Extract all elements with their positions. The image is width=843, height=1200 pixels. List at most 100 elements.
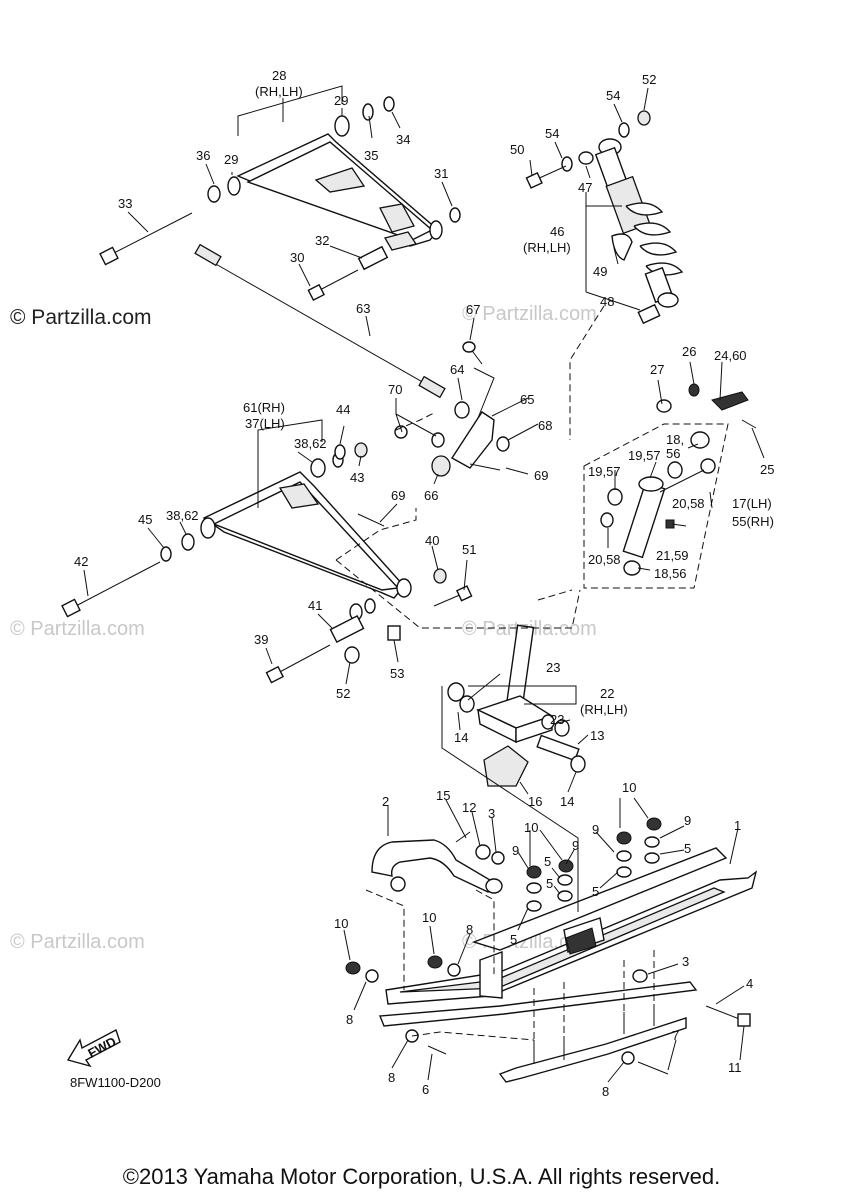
callout-10c: 10 [334, 916, 348, 931]
callout-39: 39 [254, 632, 268, 647]
callout-46-sub: (RH,LH) [523, 240, 571, 255]
callout-29a: 29 [334, 93, 348, 108]
callout-42: 42 [74, 554, 88, 569]
callout-5e: 5 [510, 932, 517, 947]
callout-54a: 54 [606, 88, 620, 103]
collar-48 [637, 303, 661, 325]
callout-38a: 38,62 [294, 436, 327, 451]
callout-19a: 19,57 [628, 448, 661, 463]
diagram-code: 8FW1100-D200 [70, 1075, 161, 1090]
callout-22-sub: (RH,LH) [580, 702, 628, 717]
callout-32: 32 [315, 233, 329, 248]
callout-52b: 52 [336, 686, 350, 701]
callout-16: 16 [528, 794, 542, 809]
callout-23a: 23 [546, 660, 560, 675]
callout-24: 24,60 [714, 348, 747, 363]
callout-56: 56 [666, 446, 680, 461]
bracket-65 [394, 341, 510, 477]
callout-4: 4 [746, 976, 753, 991]
callout-5b: 5 [544, 854, 551, 869]
callout-23b: 23 [550, 712, 564, 727]
bolt-69 [357, 513, 385, 527]
callout-69a: 69 [534, 468, 548, 483]
bolt-42 [61, 561, 161, 618]
callout-11: 11 [728, 1060, 742, 1075]
shock-absorber-46 [594, 138, 684, 308]
upper-a-arm [207, 96, 461, 251]
callout-3b: 3 [682, 954, 689, 969]
callout-9d: 9 [572, 838, 579, 853]
nut-52 [637, 110, 651, 126]
callout-5d: 5 [592, 884, 599, 899]
callout-18b: 18,56 [654, 566, 687, 581]
lower-a-arm [160, 442, 447, 621]
callouts: 28 (RH,LH) 29 29 34 35 36 33 31 32 30 52… [74, 68, 774, 1099]
stopper-16 [483, 745, 529, 787]
callout-65: 65 [520, 392, 534, 407]
callout-19b: 19,57 [588, 464, 621, 479]
shaft-13 [536, 734, 586, 773]
hardware-stacks [345, 817, 662, 1065]
bushing-52b [344, 646, 360, 664]
callout-2: 2 [382, 794, 389, 809]
callout-10d: 10 [422, 910, 436, 925]
leader-lines [83, 85, 765, 1083]
faint-watermarks: © Partzilla.com © Partzilla.com © Partzi… [10, 303, 597, 953]
callout-25: 25 [760, 462, 774, 477]
steering-spindle-22 [447, 624, 570, 744]
callout-10b: 10 [622, 780, 636, 795]
callout-36: 36 [196, 148, 210, 163]
callout-28: 28 [272, 68, 286, 83]
callout-12: 12 [462, 800, 476, 815]
callout-66: 66 [424, 488, 438, 503]
callout-7: 7 [672, 1028, 679, 1043]
callout-18a: 18, [666, 432, 684, 447]
callout-35: 35 [364, 148, 378, 163]
bolt-30 [307, 269, 359, 302]
bolt-39 [265, 644, 331, 684]
callout-48: 48 [600, 294, 614, 309]
callout-9b: 9 [684, 813, 691, 828]
callout-17: 17(LH) [732, 496, 772, 511]
callout-47: 47 [578, 180, 592, 195]
callout-8c: 8 [388, 1070, 395, 1085]
watermark-main: © Partzilla.com [10, 306, 152, 329]
callout-46: 46 [550, 224, 564, 239]
callout-22: 22 [600, 686, 614, 701]
bolt-51 [433, 585, 473, 607]
ski-bolts [427, 1004, 751, 1075]
callout-5a: 5 [684, 841, 691, 856]
callout-31: 31 [434, 166, 448, 181]
callout-10a: 10 [524, 820, 538, 835]
callout-8b: 8 [346, 1012, 353, 1027]
callout-1: 1 [734, 818, 741, 833]
callout-29b: 29 [224, 152, 238, 167]
fwd-label: FWD [85, 1034, 118, 1061]
callout-54b: 54 [545, 126, 559, 141]
collar-41 [329, 615, 365, 643]
collar-53 [387, 625, 401, 641]
callout-40: 40 [425, 533, 439, 548]
callout-68: 68 [538, 418, 552, 433]
callout-64: 64 [450, 362, 464, 377]
callout-26: 26 [682, 344, 696, 359]
callout-70: 70 [388, 382, 402, 397]
collar-32 [357, 245, 389, 271]
ski-handle-2 [371, 839, 503, 894]
callout-34: 34 [396, 132, 410, 147]
callout-37: 37(LH) [245, 416, 285, 431]
callout-13: 13 [590, 728, 604, 743]
callout-41: 41 [308, 598, 322, 613]
callout-51: 51 [462, 542, 476, 557]
callout-8a: 8 [466, 922, 473, 937]
callout-28-sub: (RH,LH) [255, 84, 303, 99]
callout-20a: 20,58 [672, 496, 705, 511]
callout-30: 30 [290, 250, 304, 265]
callout-6: 6 [422, 1082, 429, 1097]
fwd-arrow-icon: FWD [66, 1028, 121, 1068]
callout-27: 27 [650, 362, 664, 377]
callout-52a: 52 [642, 72, 656, 87]
watermark-faint-1: © Partzilla.com [462, 303, 597, 325]
callout-55: 55(RH) [732, 514, 774, 529]
